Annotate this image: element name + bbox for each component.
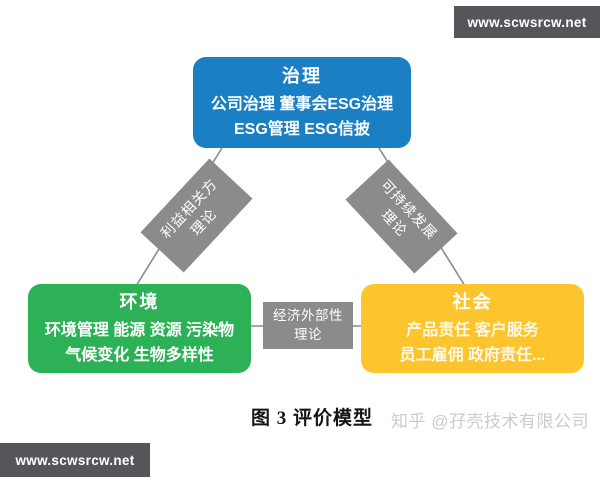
site-watermark-bottom-left: www.scwsrcw.net [0,443,150,477]
node-environment: 环境 环境管理 能源 资源 污染物 气候变化 生物多样性 [28,284,251,373]
node-governance-line1: 公司治理 董事会ESG治理 [210,96,394,114]
edge-label-externality-line1: 经济外部性 [273,307,343,323]
node-environment-title: 环境 [119,292,160,313]
node-governance: 治理 公司治理 董事会ESG治理 ESG管理 ESG信披 [193,57,411,148]
node-governance-line2: ESG管理 ESG信披 [233,121,371,138]
zhihu-watermark: 知乎 @孖壳技术有限公司 [391,412,589,431]
edge-label-economic-externality-theory: 经济外部性 理论 [263,302,353,349]
figure-caption: 图 3 评价模型 [251,408,374,429]
node-society-line2: 员工雇佣 政府责任... [399,347,546,364]
node-environment-line2: 气候变化 生物多样性 [65,347,214,364]
site-watermark-top-right: www.scwsrcw.net [454,6,600,38]
node-society: 社会 产品责任 客户服务 员工雇佣 政府责任... [361,284,584,373]
node-environment-line1: 环境管理 能源 资源 污染物 [44,322,235,340]
node-society-line1: 产品责任 客户服务 [406,322,539,340]
edge-label-externality-line2: 理论 [294,326,322,342]
node-governance-title: 治理 [282,66,322,87]
node-society-title: 社会 [452,292,493,313]
